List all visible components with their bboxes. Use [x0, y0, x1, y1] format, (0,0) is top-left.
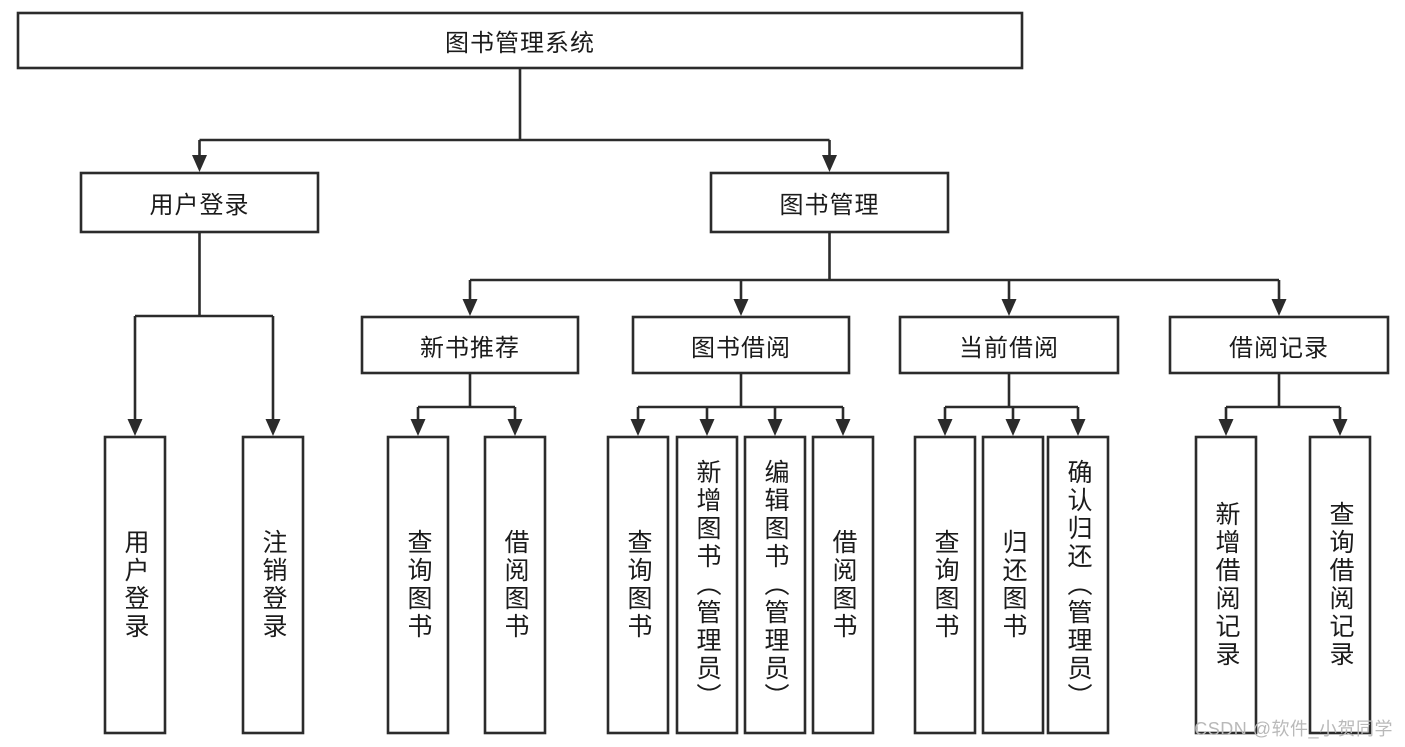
node-box-leaf-user-login[interactable] — [103, 435, 167, 735]
arrow-head-leaf-query-record — [1332, 419, 1348, 436]
node-box-leaf-user-logout[interactable] — [241, 435, 305, 735]
node-box-new-book-recommend[interactable] — [360, 315, 580, 375]
node-box-leaf-query-book-2[interactable] — [606, 435, 670, 735]
arrow-head-leaf-add-record — [1218, 419, 1234, 436]
node-box-book-manage[interactable] — [709, 171, 950, 234]
arrow-head-leaf-user-login — [127, 419, 143, 436]
watermark-text: CSDN @软件_小贺同学 — [1194, 719, 1393, 739]
arrow-head-leaf-borrow-book-2 — [835, 419, 851, 436]
node-box-book-borrow[interactable] — [631, 315, 851, 375]
node-box-leaf-query-record[interactable] — [1308, 435, 1372, 735]
node-box-leaf-query-book-3[interactable] — [913, 435, 977, 735]
node-box-root[interactable] — [16, 11, 1024, 70]
node-box-leaf-confirm-return[interactable] — [1046, 435, 1110, 735]
arrow-head-leaf-return-book — [1005, 419, 1021, 436]
arrow-head-leaf-query-book-1 — [410, 419, 426, 436]
arrow-head-leaf-confirm-return — [1070, 419, 1086, 436]
arrow-head-leaf-user-logout — [265, 419, 281, 436]
arrow-head-leaf-query-book-2 — [630, 419, 646, 436]
arrow-head-leaf-query-book-3 — [937, 419, 953, 436]
node-box-borrow-record[interactable] — [1168, 315, 1390, 375]
arrow-head-leaf-add-book — [699, 419, 715, 436]
arrow-head-leaf-edit-book — [767, 419, 783, 436]
arrow-head-new-book-recommend — [462, 299, 478, 316]
arrow-head-current-borrow — [1001, 299, 1017, 316]
node-layer — [16, 11, 1390, 735]
node-box-user-login[interactable] — [79, 171, 320, 234]
node-box-leaf-borrow-book-2[interactable] — [811, 435, 875, 735]
connector-layer — [127, 68, 1348, 436]
node-box-leaf-add-book[interactable] — [675, 435, 739, 735]
node-box-leaf-return-book[interactable] — [981, 435, 1045, 735]
node-box-current-borrow[interactable] — [898, 315, 1120, 375]
arrow-head-borrow-record — [1271, 299, 1287, 316]
arrow-head-leaf-borrow-book-1 — [507, 419, 523, 436]
arrow-head-book-borrow — [733, 299, 749, 316]
arrow-head-user-login — [192, 155, 207, 172]
node-box-leaf-borrow-book-1[interactable] — [483, 435, 547, 735]
node-box-leaf-add-record[interactable] — [1194, 435, 1258, 735]
node-box-leaf-query-book-1[interactable] — [386, 435, 450, 735]
arrow-head-book-manage — [822, 155, 837, 172]
node-box-leaf-edit-book[interactable] — [743, 435, 807, 735]
